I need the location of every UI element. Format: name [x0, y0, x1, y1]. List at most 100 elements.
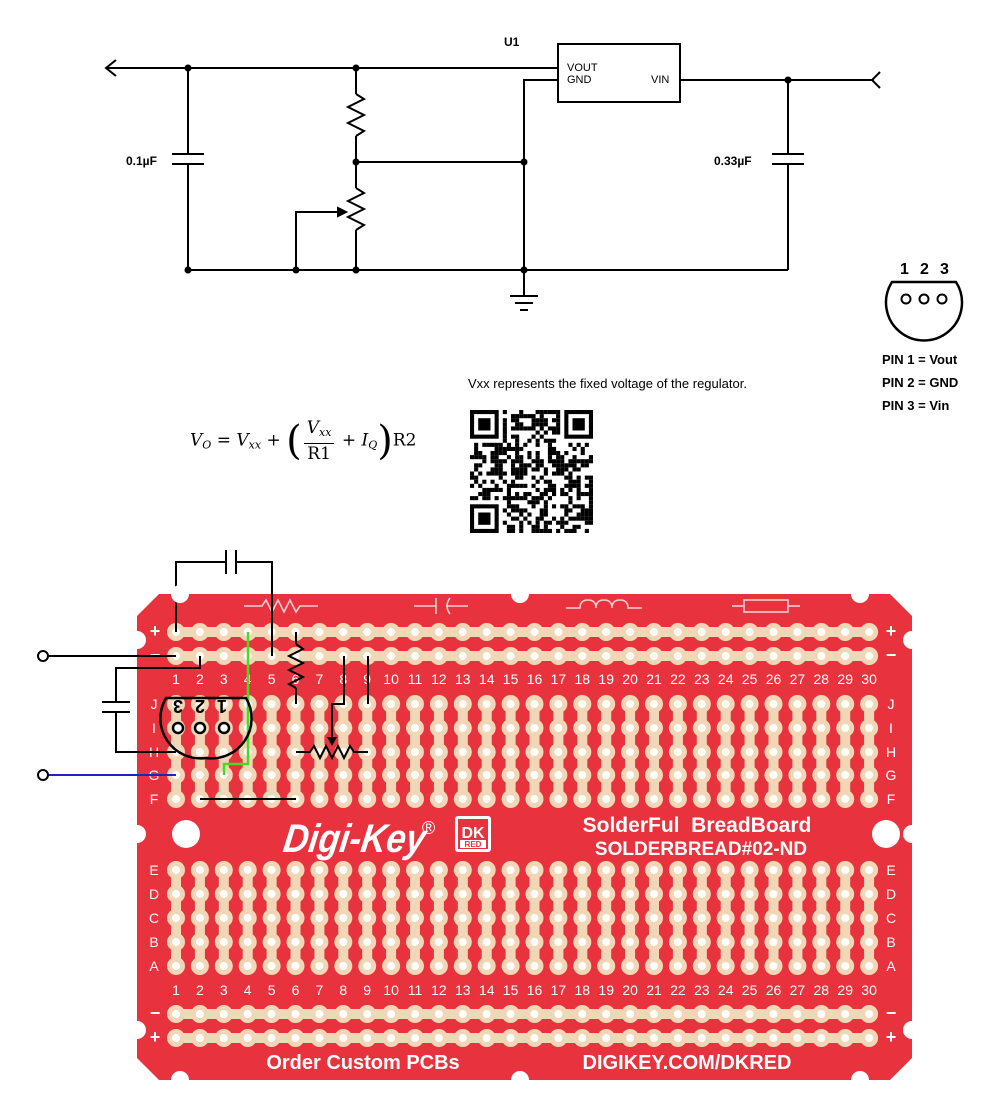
qr-module — [564, 504, 569, 509]
qr-module — [543, 479, 548, 484]
pad-hole — [793, 890, 802, 898]
rail-strip — [176, 1009, 870, 1019]
qr-module — [494, 496, 499, 501]
qr-module — [552, 483, 557, 488]
pad-hole — [291, 1034, 300, 1042]
qr-module — [547, 496, 552, 501]
qr-module — [539, 426, 544, 431]
pad-hole — [817, 748, 826, 756]
pad-hole — [721, 771, 730, 779]
qr-module — [543, 422, 548, 427]
qr-module — [502, 426, 507, 431]
pad-hole — [817, 771, 826, 779]
qr-module — [552, 504, 557, 509]
column-number: 1 — [172, 671, 180, 687]
qr-module — [482, 442, 487, 447]
pad-hole — [387, 914, 396, 922]
pad-hole — [387, 748, 396, 756]
regulator-pin-1-bb — [217, 721, 231, 735]
pad-hole — [363, 890, 372, 898]
column-number: 28 — [814, 671, 830, 687]
pad-hole — [219, 628, 228, 636]
qr-module — [572, 516, 577, 521]
qr-module — [482, 492, 487, 497]
qr-module — [576, 496, 581, 501]
qr-module — [556, 422, 561, 427]
qr-module — [502, 418, 507, 423]
qr-module — [560, 516, 565, 521]
qr-module — [519, 496, 524, 501]
qr-module — [515, 483, 520, 488]
column-number: 4 — [244, 982, 252, 998]
qr-module — [543, 524, 548, 529]
qr-module — [511, 528, 516, 533]
pad-hole — [506, 724, 515, 732]
qr-module — [535, 520, 540, 525]
row-label: F — [887, 791, 896, 807]
pad-hole — [841, 700, 850, 708]
pad-hole — [626, 938, 635, 946]
qr-module — [474, 442, 479, 447]
pad-hole — [267, 938, 276, 946]
pad-hole — [578, 652, 587, 660]
pad-hole — [865, 771, 874, 779]
qr-module — [539, 410, 544, 415]
column-number: 17 — [551, 671, 567, 687]
qr-module — [498, 487, 503, 492]
qr-module — [523, 496, 528, 501]
pad-hole — [506, 700, 515, 708]
qr-module — [547, 487, 552, 492]
qr-module — [486, 496, 491, 501]
qr-module — [490, 451, 495, 456]
qr-module — [502, 479, 507, 484]
pad-hole — [482, 1034, 491, 1042]
pad-hole — [745, 724, 754, 732]
qr-module — [547, 479, 552, 484]
pad-hole — [626, 866, 635, 874]
pad-hole — [769, 938, 778, 946]
pad-hole — [219, 652, 228, 660]
pinout-diagram: 1 2 3 — [884, 261, 964, 342]
footer-order-pcbs: Order Custom PCBs — [266, 1052, 459, 1074]
pinout-pin-2: PIN 2 = GND — [882, 375, 959, 390]
qr-module — [511, 504, 516, 509]
qr-module — [523, 442, 528, 447]
pad-hole — [865, 652, 874, 660]
qr-module — [519, 459, 524, 464]
qr-finder-core — [572, 418, 585, 431]
qr-module — [556, 467, 561, 472]
wiper-arrow-icon — [337, 206, 349, 218]
qr-module — [515, 467, 520, 472]
edge-notch — [851, 585, 869, 603]
row-label: I — [889, 720, 893, 736]
column-number: 5 — [268, 671, 276, 687]
qr-module — [506, 528, 511, 533]
qr-module — [515, 492, 520, 497]
product-title: SolderFul BreadBoard — [583, 814, 812, 837]
qr-module — [560, 467, 565, 472]
qr-module — [552, 459, 557, 464]
qr-module — [494, 455, 499, 460]
pad-hole — [315, 914, 324, 922]
rail-label: + — [150, 1027, 161, 1047]
qr-module — [543, 508, 548, 513]
qr-module — [543, 500, 548, 505]
pad-hole — [841, 748, 850, 756]
qr-module — [515, 422, 520, 427]
eq-num: V — [306, 418, 320, 438]
qr-module — [576, 492, 581, 497]
qr-module — [584, 520, 589, 525]
pad-hole — [673, 890, 682, 898]
edge-notch — [851, 1071, 869, 1089]
pad-hole — [172, 1034, 180, 1042]
qr-module — [552, 487, 557, 492]
qr-module — [576, 459, 581, 464]
column-number: 18 — [575, 671, 591, 687]
pad-hole — [721, 914, 730, 922]
pad-hole — [626, 890, 635, 898]
pad-hole — [721, 652, 730, 660]
pad-hole — [434, 700, 443, 708]
pad-hole — [530, 914, 539, 922]
pad-grid — [167, 623, 879, 1047]
qr-module — [502, 520, 507, 525]
